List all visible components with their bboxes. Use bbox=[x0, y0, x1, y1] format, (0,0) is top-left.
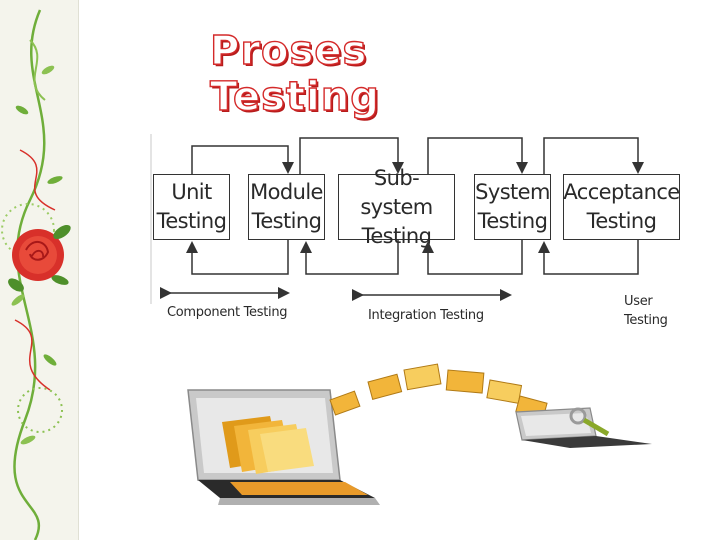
dotted-ring bbox=[1, 203, 55, 257]
leaf bbox=[8, 278, 24, 292]
leaf bbox=[20, 435, 36, 445]
vine-branch bbox=[29, 39, 46, 101]
leaf bbox=[53, 224, 71, 240]
arrow-acceptance-back-to-system bbox=[538, 240, 639, 275]
arrow-module-back-to-unit bbox=[186, 240, 289, 275]
leaf bbox=[51, 275, 69, 285]
vine bbox=[13, 9, 46, 540]
folder-icon bbox=[222, 416, 314, 474]
leaf bbox=[11, 294, 25, 306]
flying-folders bbox=[329, 363, 548, 420]
arrow-subsystem-back-to-module bbox=[300, 240, 399, 275]
arrow-unit-to-module bbox=[191, 145, 294, 174]
stage-acceptance-testing: Acceptance Testing bbox=[563, 174, 680, 240]
leaf bbox=[41, 65, 55, 75]
stage-unit-testing: Unit Testing bbox=[153, 174, 230, 240]
ribbon bbox=[19, 149, 56, 211]
leaf bbox=[47, 176, 63, 184]
floral-decoration bbox=[1, 9, 71, 540]
arrow-module-to-subsystem bbox=[299, 137, 404, 174]
stage-module-testing: Module Testing bbox=[248, 174, 325, 240]
arrow-system-back-to-subsystem bbox=[422, 240, 523, 275]
key-icon bbox=[569, 407, 610, 437]
diagram-edge bbox=[150, 134, 152, 304]
leaf bbox=[43, 354, 57, 366]
component-testing-label: Component Testing bbox=[167, 305, 288, 320]
file-transfer-illustration bbox=[187, 363, 652, 505]
integration-testing-label: Integration Testing bbox=[368, 308, 484, 323]
leaf bbox=[15, 105, 29, 115]
ribbon bbox=[14, 319, 51, 391]
page-title: Proses Testing bbox=[209, 27, 380, 120]
dotted-ring bbox=[17, 387, 63, 433]
arrow-subsystem-to-system bbox=[427, 137, 528, 174]
laptop-icon bbox=[515, 407, 652, 448]
arrow-system-to-acceptance bbox=[543, 137, 644, 174]
user-testing-label: User Testing bbox=[624, 294, 668, 328]
stage-system-testing: System Testing bbox=[474, 174, 551, 240]
rose-icon bbox=[12, 229, 64, 281]
